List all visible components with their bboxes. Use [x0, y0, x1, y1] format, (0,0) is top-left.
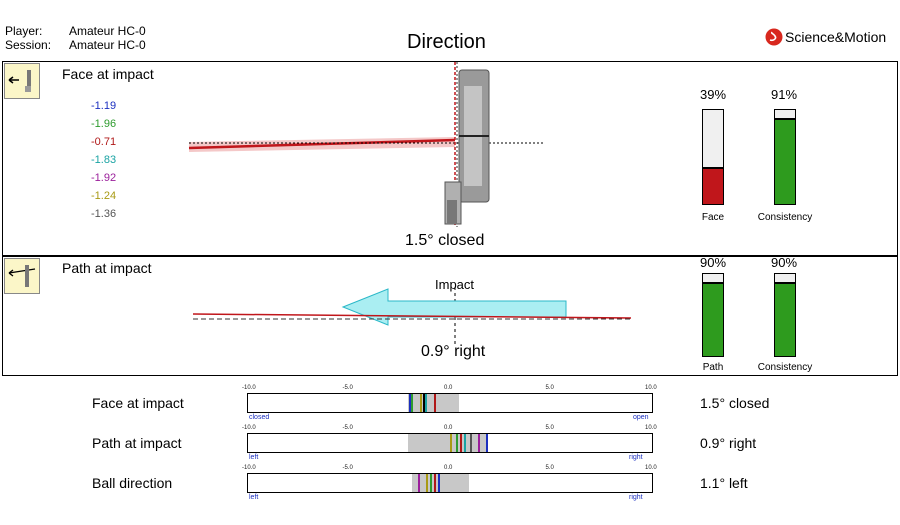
scale-tick-label: 0.0 — [444, 425, 453, 431]
scale-mark — [450, 434, 452, 452]
face-consistency-gauge — [774, 109, 796, 205]
scale-tick-label: 10.0 — [645, 465, 657, 471]
scale-tick-label: 0.0 — [444, 465, 453, 471]
scale-label-ball: Ball direction — [92, 475, 173, 491]
scale-tick-label: 0.0 — [444, 385, 453, 391]
scale-mark — [422, 394, 425, 412]
scale-bar — [247, 433, 653, 453]
path-consistency-percent: 90% — [770, 255, 798, 270]
face-consistency-percent: 91% — [770, 87, 798, 102]
session-value: Amateur HC-0 — [69, 38, 146, 52]
face-gauge — [702, 109, 724, 205]
scale-result-face: 1.5° closed — [700, 395, 770, 411]
scale-tick-label: -10.0 — [242, 385, 256, 391]
face-percent: 39% — [699, 87, 727, 102]
session-label: Session: — [5, 38, 52, 52]
face-result: 1.5° closed — [405, 232, 485, 249]
scale-left-label: left — [249, 454, 259, 461]
face-value-3: -0.71 — [91, 136, 117, 148]
scale-range — [412, 474, 470, 492]
scale-tick-label: 5.0 — [545, 465, 554, 471]
scale-mark — [409, 394, 412, 412]
face-value-6: -1.24 — [91, 190, 117, 202]
path-gauge — [702, 273, 724, 357]
path-illustration — [192, 287, 632, 345]
scale-label-path: Path at impact — [92, 435, 182, 451]
scale-bar — [247, 393, 653, 413]
scale-mark — [464, 434, 467, 452]
scale-tick-label: 5.0 — [545, 385, 554, 391]
face-value-7: -1.36 — [91, 208, 117, 220]
face-consistency-label: Consistency — [757, 212, 813, 223]
scale-mark — [485, 434, 488, 452]
player-value: Amateur HC-0 — [69, 24, 146, 38]
scale-tick-label: -10.0 — [242, 465, 256, 471]
scale-mark — [433, 394, 436, 412]
player-label: Player: — [5, 24, 43, 38]
scale-mark — [429, 474, 432, 492]
face-impact-panel: Face at impact -1.19 -1.96 -0.71 -1.83 -… — [2, 61, 898, 256]
scale-range — [408, 434, 488, 452]
putter-face-icon[interactable] — [4, 63, 40, 99]
face-value-5: -1.92 — [91, 172, 117, 184]
putter-path-icon[interactable] — [4, 258, 40, 294]
scale-mark — [417, 474, 420, 492]
path-consistency-gauge — [774, 273, 796, 357]
scale-bar — [247, 473, 653, 493]
scale-mark — [411, 394, 414, 412]
scale-mark — [419, 394, 422, 412]
scale-mark — [424, 394, 427, 412]
scale-mark — [456, 434, 459, 452]
scale-mark — [478, 434, 481, 452]
scale-tick-label: 10.0 — [645, 385, 657, 391]
face-value-1: -1.19 — [91, 100, 117, 112]
brand-logo: Science&Motion — [765, 27, 886, 47]
brand-text: Science&Motion — [785, 29, 887, 45]
putter-face-illustration — [188, 62, 543, 227]
page-title: Direction — [407, 31, 486, 53]
scale-tick-label: 10.0 — [645, 425, 657, 431]
scale-tick-label: -5.0 — [342, 425, 353, 431]
path-gauge-label: Path — [702, 362, 724, 373]
scale-tick-label: 5.0 — [545, 425, 554, 431]
path-percent: 90% — [699, 255, 727, 270]
scale-mark — [470, 434, 473, 452]
scale-tick-label: -5.0 — [342, 385, 353, 391]
scale-mark — [437, 474, 440, 492]
scale-tick-label: -5.0 — [342, 465, 353, 471]
path-consistency-label: Consistency — [757, 362, 813, 373]
face-gauge-label: Face — [701, 212, 725, 223]
scale-label-face: Face at impact — [92, 395, 184, 411]
face-value-4: -1.83 — [91, 154, 117, 166]
scale-right-label: right — [629, 494, 643, 501]
scale-mark — [460, 434, 463, 452]
impact-label: Impact — [435, 277, 475, 292]
scale-right-label: open — [633, 414, 649, 421]
scale-tick-label: -10.0 — [242, 425, 256, 431]
scale-left-label: closed — [249, 414, 270, 421]
face-value-2: -1.96 — [91, 118, 117, 130]
scale-result-path: 0.9° right — [700, 435, 757, 451]
scale-left-label: left — [249, 494, 259, 501]
scale-mark — [425, 474, 428, 492]
scale-mark — [433, 474, 436, 492]
scale-right-label: right — [629, 454, 643, 461]
path-panel-title: Path at impact — [62, 260, 152, 276]
path-impact-panel: Path at impact Impact 0.9° right 90% Pat… — [2, 255, 898, 376]
brand-logo-icon — [765, 28, 783, 46]
scale-result-ball: 1.1° left — [700, 475, 748, 491]
face-panel-title: Face at impact — [62, 66, 154, 82]
path-result: 0.9° right — [421, 343, 486, 360]
